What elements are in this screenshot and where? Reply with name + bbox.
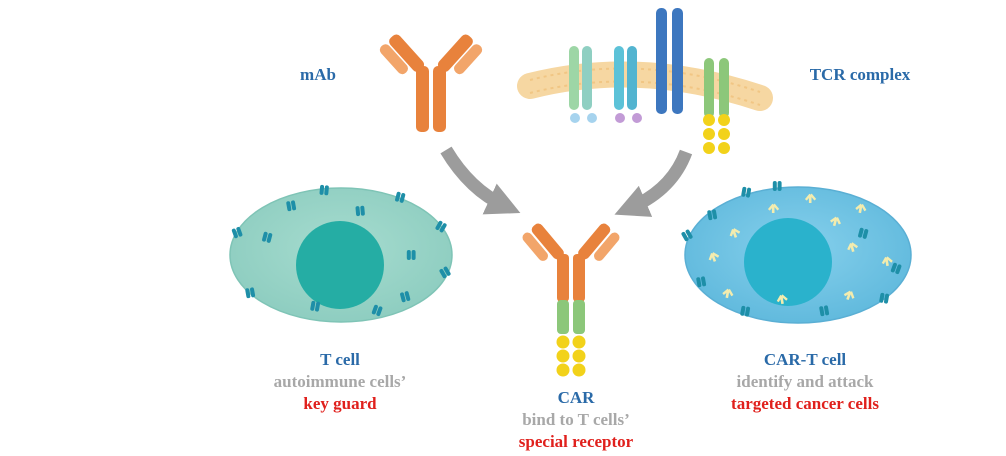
arrow-mab-to-car bbox=[440, 146, 521, 215]
tcr-complex-icon bbox=[517, 8, 773, 154]
arrow-tcr-to-car bbox=[614, 149, 693, 217]
car-receptor-icon bbox=[522, 223, 620, 377]
car-description: bind to T cells’ bbox=[522, 410, 630, 429]
car-highlight: special receptor bbox=[518, 432, 634, 451]
car-t-cell-highlight: targeted cancer cells bbox=[731, 394, 879, 413]
mab-label: mAb bbox=[300, 65, 336, 84]
t-cell-description: autoimmune cells’ bbox=[273, 372, 407, 391]
t-cell-title: T cell bbox=[320, 350, 360, 369]
mab-antibody-icon bbox=[379, 34, 483, 132]
t-cell-icon bbox=[229, 184, 453, 323]
tcr-complex-label: TCR complex bbox=[809, 65, 911, 84]
car-title: CAR bbox=[557, 388, 595, 407]
car-t-cell-icon bbox=[680, 181, 912, 324]
car-t-cell-description: identify and attack bbox=[736, 372, 874, 391]
cell-membrane bbox=[517, 61, 773, 111]
t-cell-highlight: key guard bbox=[303, 394, 377, 413]
car-t-cell-title: CAR-T cell bbox=[763, 350, 847, 369]
